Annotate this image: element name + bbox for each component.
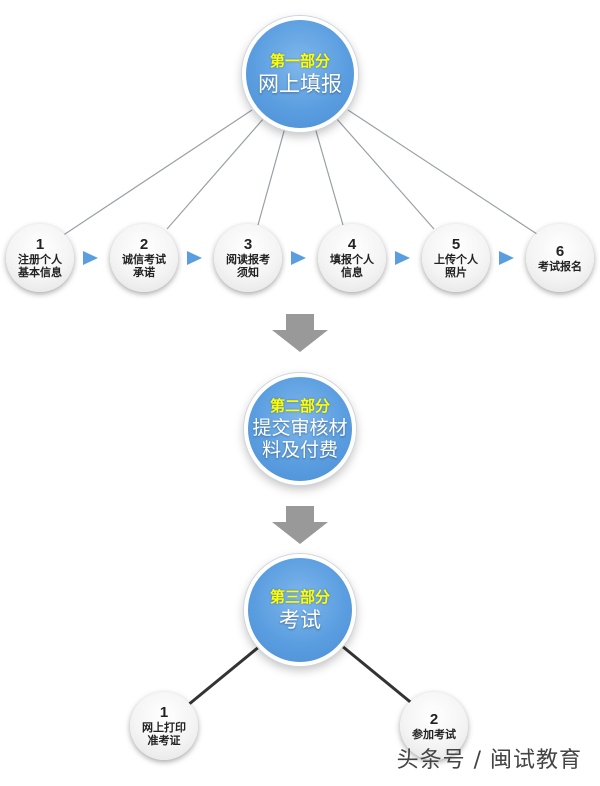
connector-part3-step2 [341, 644, 415, 707]
part3-step-2: 2 参加考试 [400, 692, 468, 760]
part1-step-2: 2 诚信考试 承诺 [110, 224, 178, 292]
down-arrow-icon [272, 506, 328, 544]
step-arrow-icon [291, 251, 306, 265]
step-number: 1 [159, 704, 169, 721]
part1-step-6: 6 考试报名 [526, 224, 594, 292]
connector-part1-step6 [347, 109, 541, 237]
step-number: 1 [35, 236, 45, 253]
step-text: 阅读报考 须知 [226, 253, 270, 279]
step-number: 6 [555, 242, 565, 260]
part1-step-4: 4 填报个人 信息 [318, 224, 386, 292]
part-3-title: 考试 [279, 608, 321, 632]
step-arrow-icon [395, 251, 410, 265]
part-1-label: 第一部分 [269, 52, 330, 70]
part1-step-5: 5 上传个人 照片 [422, 224, 490, 292]
step-arrow-icon [83, 251, 98, 265]
part1-step-3: 3 阅读报考 须知 [214, 224, 282, 292]
step-number: 3 [243, 236, 253, 253]
step-text: 考试报名 [538, 259, 582, 273]
part-2-title: 提交审核材 料及付费 [252, 417, 348, 461]
step-text: 填报个人 信息 [330, 253, 374, 279]
part-2-label: 第二部分 [269, 397, 330, 415]
step-number: 2 [139, 236, 149, 253]
part-2-circle: 第二部分 提交审核材 料及付费 [244, 373, 356, 485]
part-1-title: 网上填报 [258, 72, 342, 96]
step-text: 注册个人 基本信息 [18, 253, 62, 279]
connector-part3-step1 [187, 644, 261, 707]
part-3-circle: 第三部分 考试 [244, 554, 356, 666]
connector-part1-step4 [313, 123, 344, 226]
part-3-label: 第三部分 [269, 588, 330, 606]
part-1-circle: 第一部分 网上填报 [242, 16, 358, 132]
connector-part1-step5 [335, 117, 435, 230]
step-text: 诚信考试 承诺 [122, 253, 166, 279]
step-text: 参加考试 [412, 727, 456, 741]
step-text: 上传个人 照片 [434, 253, 478, 279]
watermark-text: 头条号 / 闽试教育 [396, 748, 582, 773]
down-arrow-icon [272, 314, 328, 352]
connector-part1-step2 [166, 117, 265, 230]
part3-step-1: 1 网上打印 准考证 [130, 692, 198, 760]
connector-part1-step1 [61, 109, 253, 237]
step-text: 网上打印 准考证 [142, 721, 186, 747]
step-number: 5 [451, 236, 461, 253]
part1-step-1: 1 注册个人 基本信息 [6, 224, 74, 292]
connector-part1-step3 [257, 123, 287, 226]
step-arrow-icon [187, 251, 202, 265]
step-number: 2 [429, 710, 439, 728]
step-number: 4 [347, 236, 357, 253]
step-arrow-icon [499, 251, 514, 265]
